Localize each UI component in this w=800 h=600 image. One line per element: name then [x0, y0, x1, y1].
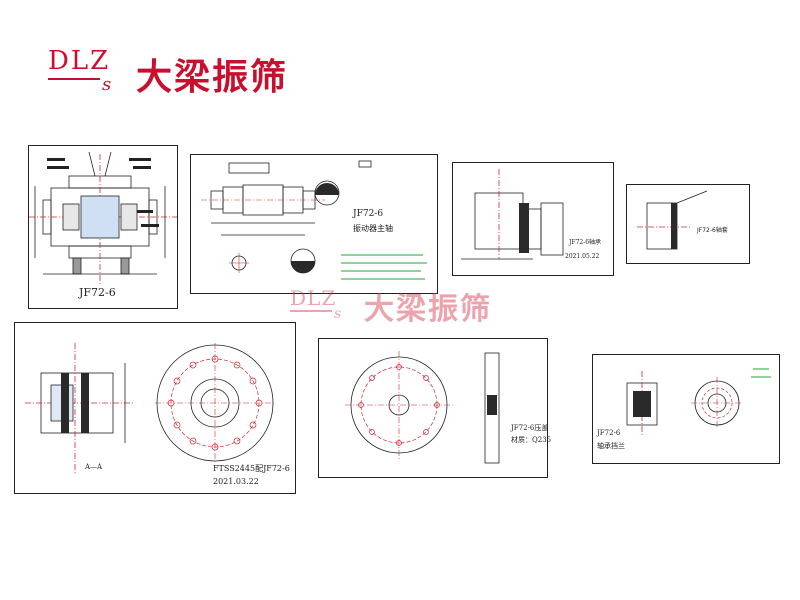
gland-title: JF72-6压盖: [511, 424, 549, 432]
bearing-date: 2021.05.22: [565, 253, 600, 260]
drawing-sheet-retainer: JF72-6 轴承挡兰: [592, 354, 780, 464]
assembly-drawing: [29, 151, 177, 286]
drawing-sheet-bearing: JF72-6轴承 2021.05.22: [452, 162, 614, 276]
logo-chinese: 大梁振筛: [136, 57, 289, 98]
retainer-drawing: [626, 368, 771, 435]
flange-drawing: [25, 343, 275, 473]
main-shaft-subtitle: 振动器主轴: [353, 224, 393, 233]
drawing-sheet-gland: JF72-6压盖 材质：Q235: [318, 338, 552, 478]
flange-date: 2021.03.22: [213, 477, 259, 486]
drawing-sheet-assembly: JF72-6: [28, 145, 178, 309]
flange-caption: FTSS2445配JF72-6: [213, 464, 290, 473]
drawing-sheet-flange: A—A FTSS2445配JF72-6 2021.03.22: [14, 322, 296, 494]
watermark: DLZ s 大梁振筛: [290, 284, 530, 334]
watermark-latin: DLZ: [290, 286, 337, 310]
main-shaft-drawing: [201, 160, 427, 280]
logo-underline: [48, 78, 100, 80]
sleeve-note: JF72-6轴套: [697, 227, 728, 234]
sleeve-drawing: [637, 190, 708, 250]
drawing-sheet-sleeve: JF72-6轴套: [626, 184, 750, 264]
brand-logo: DLZ s 大梁振筛: [48, 46, 308, 100]
watermark-underline: [290, 310, 332, 312]
watermark-sub: s: [334, 306, 342, 322]
logo-sub: s: [102, 74, 112, 95]
bearing-drawing: [461, 169, 564, 260]
retainer-title: JF72-6: [597, 429, 621, 437]
gland-material: 材质：Q235: [511, 436, 552, 444]
flange-section-label: A—A: [85, 463, 103, 471]
drawing-sheet-main-shaft: JF72-6 振动器主轴: [190, 154, 438, 294]
watermark-chinese: 大梁振筛: [364, 292, 492, 327]
bearing-title: JF72-6轴承: [569, 239, 602, 246]
logo-latin: DLZ: [48, 46, 111, 76]
gland-drawing: [345, 351, 500, 464]
assembly-caption: JF72-6: [79, 286, 116, 299]
main-shaft-title: JF72-6: [353, 209, 384, 219]
retainer-subtitle: 轴承挡兰: [597, 442, 625, 450]
